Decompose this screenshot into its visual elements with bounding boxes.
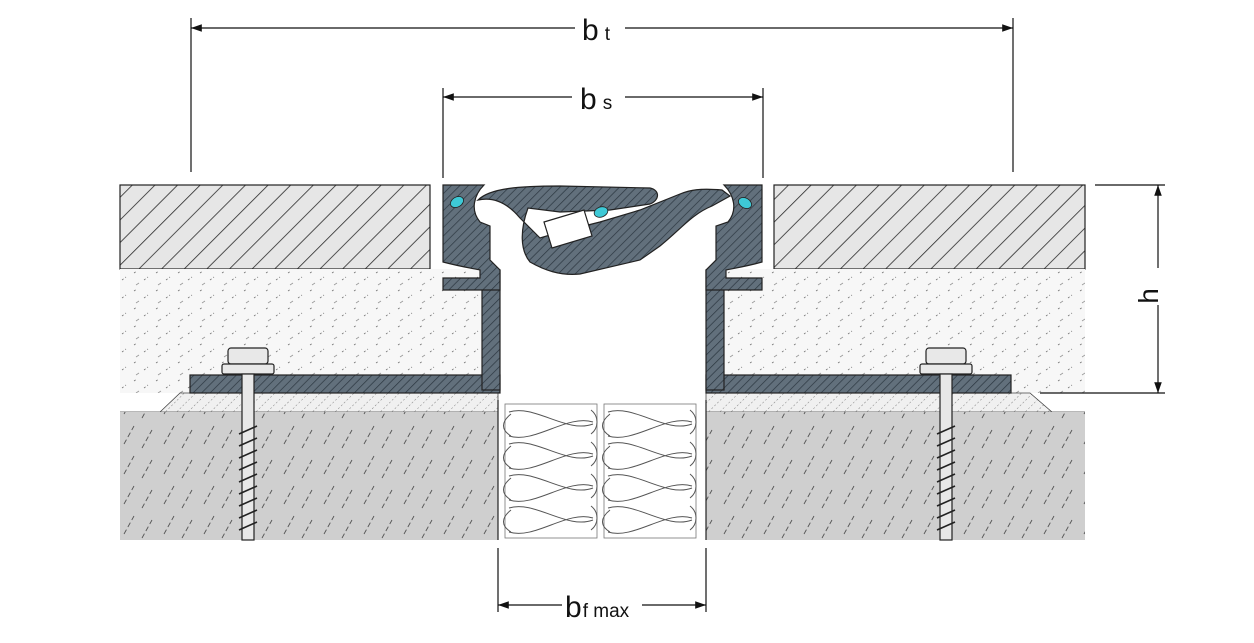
screw-thread [936,425,956,435]
screw-thread [238,509,258,519]
insert-block [543,209,593,249]
seal-right [738,197,752,209]
joint-filler [497,400,707,540]
foam-lobe [602,505,697,534]
anchor-bolt-right [919,347,973,541]
seal-accents [450,196,752,218]
seal-centre [593,206,609,218]
foam-lobe [503,409,598,438]
right-concrete-slab [706,412,1085,540]
screw-thread [936,437,956,447]
left-concrete-slab [120,412,498,540]
foam-lobe [602,441,697,470]
left-aluminium-profile [189,184,501,394]
left-mortar-bed [120,269,498,393]
screw-thread [936,497,956,507]
screw-thread [238,521,258,531]
anchor-bolt-left [221,347,275,541]
screw-thread [936,473,956,483]
left-screed [119,184,431,270]
dimension-bfmax: bf max [497,548,707,624]
left-substrate [119,184,499,540]
sliding-cover-plate [476,185,732,275]
right-substrate [705,184,1086,540]
foam-strip-right [602,403,697,539]
foam-lobe [602,473,697,502]
dimension-h: h [1040,184,1165,394]
left-bedding-wedge [120,392,499,413]
screw-thread [936,521,956,531]
screw-thread [238,485,258,495]
foam-lobe [503,505,598,534]
right-bedding-wedge [705,392,1085,413]
label-bfmax: bf max [565,591,630,624]
screw-thread [936,485,956,495]
foam-strip-left [503,403,598,539]
screw-thread [936,449,956,459]
screw-thread [238,473,258,483]
screw-thread [936,509,956,519]
foam-lobe [602,409,697,438]
screw-thread [238,497,258,507]
right-mortar-bed [706,269,1085,393]
screw-thread [238,461,258,471]
right-screed [773,184,1086,270]
foam-lobe [503,441,598,470]
screw-thread [936,461,956,471]
label-h: h [1133,288,1164,304]
right-aluminium-profile [705,184,1012,394]
screw-thread [238,425,258,435]
screw-thread [238,437,258,447]
seal-left [450,196,464,208]
screw-thread [238,449,258,459]
foam-lobe [503,473,598,502]
